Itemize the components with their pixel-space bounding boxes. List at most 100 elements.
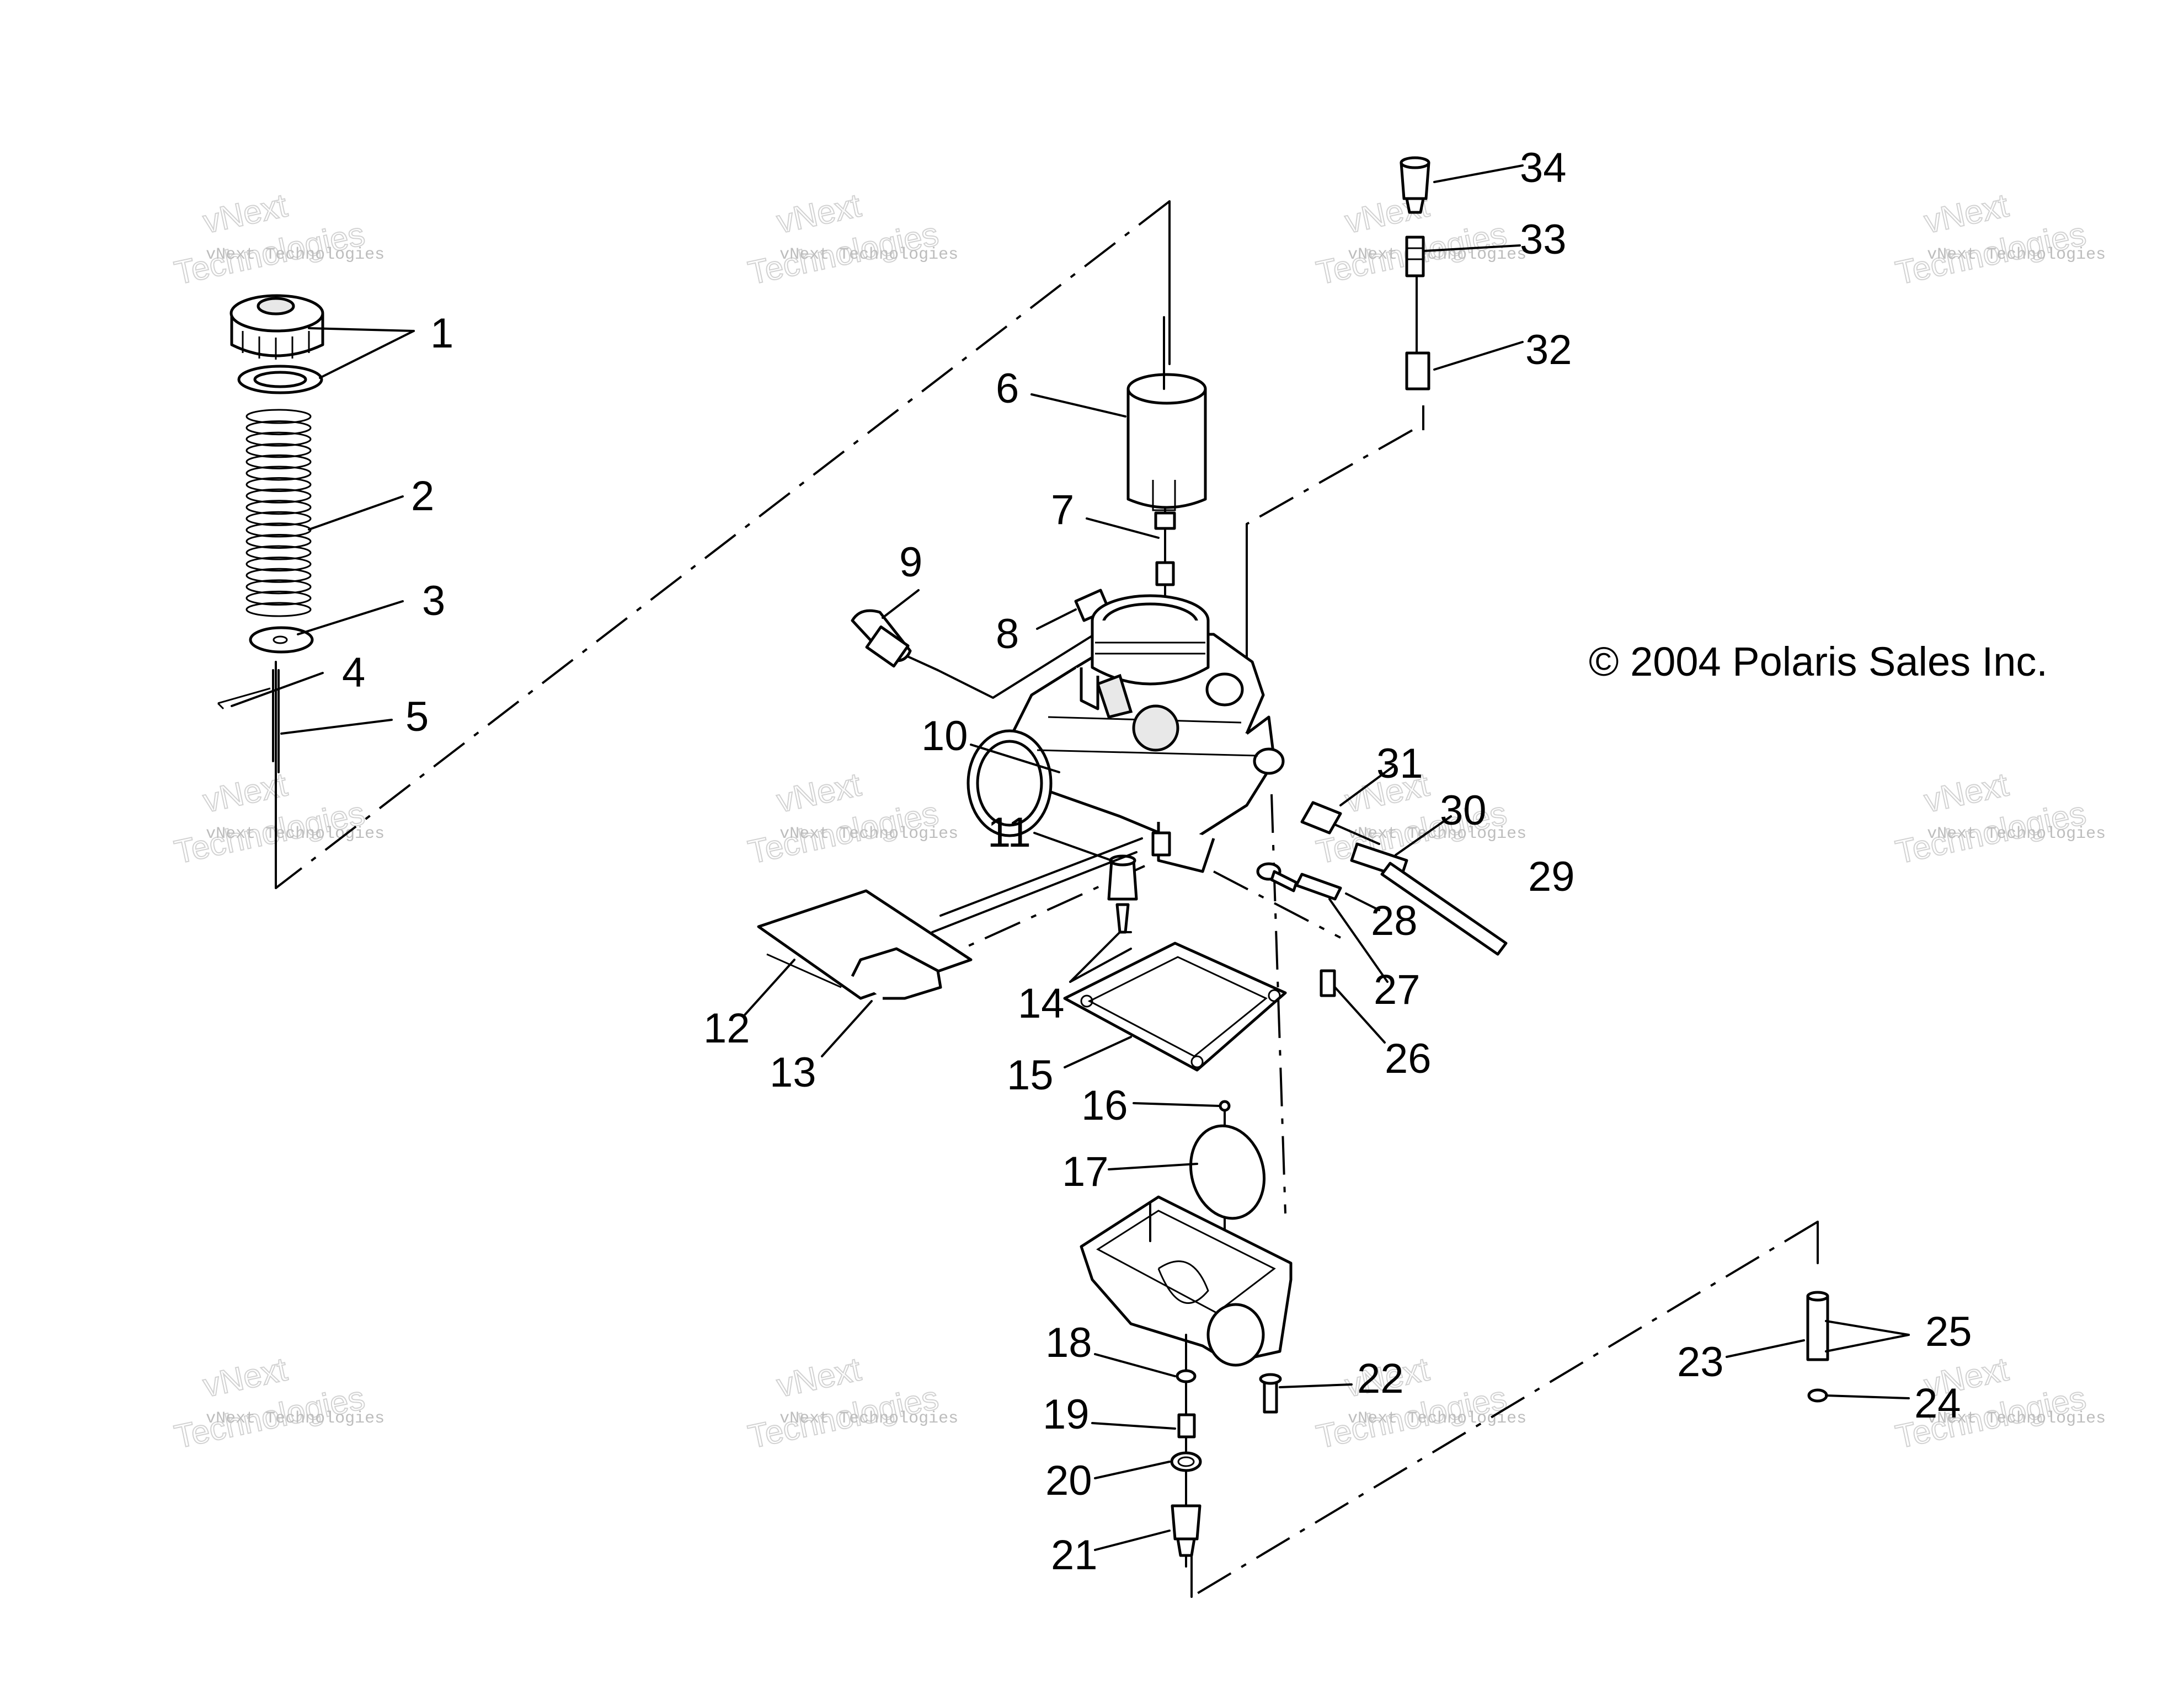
callout-25: 25 <box>1925 1308 1972 1355</box>
watermark-small: vNext Technologies <box>1348 245 1526 264</box>
callout-2: 2 <box>411 473 434 520</box>
callout-6: 6 <box>996 365 1019 412</box>
spring-coil <box>245 590 312 606</box>
watermark-small: vNext Technologies <box>1348 1409 1526 1428</box>
callout-14: 14 <box>1018 980 1065 1027</box>
callout-22: 22 <box>1357 1355 1404 1402</box>
callout-28: 28 <box>1371 897 1418 944</box>
callout-26: 26 <box>1385 1035 1432 1082</box>
spring-coil <box>245 533 312 549</box>
spring-coil <box>245 568 312 583</box>
callout-24: 24 <box>1914 1380 1961 1427</box>
watermark-vnext: vNext <box>200 1350 290 1404</box>
phantom-lines <box>275 200 1819 1598</box>
callout-17: 17 <box>1062 1148 1109 1195</box>
part-9-sensor <box>851 609 1104 699</box>
part-12-13-plate <box>757 837 1143 1000</box>
callout-29: 29 <box>1528 853 1575 900</box>
callout-4: 4 <box>342 649 365 696</box>
float-bowl <box>1080 1195 1293 1367</box>
callout-15: 15 <box>1007 1052 1054 1099</box>
callout-31: 31 <box>1376 740 1423 787</box>
spring-coil <box>245 545 312 560</box>
spring-coil <box>245 477 312 493</box>
callout-23: 23 <box>1677 1339 1724 1386</box>
part-3-seat <box>249 626 314 654</box>
part-18-21-drain <box>1170 1334 1202 1568</box>
part-26-31-screws <box>1256 801 1508 997</box>
callout-18: 18 <box>1045 1319 1092 1366</box>
spring-coil <box>245 409 312 424</box>
watermark-small: vNext Technologies <box>1348 825 1526 843</box>
callout-1: 1 <box>430 310 453 357</box>
callout-27: 27 <box>1374 966 1421 1013</box>
spring-coil <box>245 466 312 481</box>
callout-33: 33 <box>1520 216 1567 263</box>
spring-coil <box>245 557 312 572</box>
watermark-vnext: vNext <box>773 766 864 819</box>
callout-32: 32 <box>1525 327 1572 373</box>
watermark-small: vNext Technologies <box>206 1409 385 1428</box>
callout-12: 12 <box>703 1005 750 1052</box>
callout-9: 9 <box>899 539 922 586</box>
spring-coil <box>245 443 312 458</box>
spring-coil <box>245 500 312 515</box>
watermark-small: vNext Technologies <box>779 825 958 843</box>
callout-16: 16 <box>1081 1082 1128 1129</box>
callout-5: 5 <box>405 693 429 740</box>
spring-coil <box>245 431 312 447</box>
watermark-small: vNext Technologies <box>206 245 385 264</box>
part-6-throttle-slide <box>1126 316 1207 511</box>
spring-coil <box>245 579 312 595</box>
watermark-vnext: vNext <box>773 1350 864 1404</box>
copyright-text: © 2004 Polaris Sales Inc. <box>1589 639 2048 685</box>
part-7-jet-needle <box>1154 506 1176 613</box>
callout-8: 8 <box>996 611 1019 657</box>
leader-lines <box>231 164 1910 1551</box>
watermark-small: vNext Technologies <box>779 245 958 264</box>
callout-3: 3 <box>422 578 445 624</box>
callout-34: 34 <box>1520 145 1567 191</box>
callout-numbers: 1 2 3 4 5 6 7 8 9 10 11 12 13 14 15 16 1… <box>342 145 1972 1579</box>
watermark-small: vNext Technologies <box>206 825 385 843</box>
callout-10: 10 <box>921 713 968 760</box>
callout-13: 13 <box>770 1049 816 1096</box>
watermark-vnext: vNext <box>1921 766 2011 819</box>
watermark-vnext: vNext <box>200 186 290 240</box>
part-10-carburetor-body <box>966 594 1285 873</box>
spring-coil <box>245 511 312 526</box>
callout-21: 21 <box>1051 1532 1098 1579</box>
spring-coil <box>245 488 312 504</box>
part-22-screw <box>1259 1373 1282 1414</box>
part-15-gasket <box>1063 942 1287 1072</box>
spring-coil <box>245 602 312 617</box>
watermark-vnext: vNext <box>773 186 864 240</box>
callout-30: 30 <box>1440 787 1487 834</box>
spring-coil <box>245 454 312 469</box>
watermark-small: vNext Technologies <box>1927 1409 2106 1428</box>
callout-19: 19 <box>1043 1391 1090 1438</box>
watermark-small: vNext Technologies <box>1927 245 2106 264</box>
part-23-25-pin <box>1806 1291 1829 1403</box>
part-4-5-needle <box>217 669 280 773</box>
watermark-small: vNext Technologies <box>779 1409 958 1428</box>
callout-11: 11 <box>987 809 1031 856</box>
watermark-vnext: vNext <box>1921 186 2011 240</box>
callout-20: 20 <box>1045 1457 1092 1504</box>
spring-coil <box>245 420 312 436</box>
watermark-small: vNext Technologies <box>1927 825 2106 843</box>
part-2-spring <box>245 409 312 617</box>
part-1-cap <box>229 294 324 394</box>
part-11-valve <box>1107 854 1138 934</box>
part-32-34-fitting <box>1400 156 1430 391</box>
callout-7: 7 <box>1051 486 1074 533</box>
